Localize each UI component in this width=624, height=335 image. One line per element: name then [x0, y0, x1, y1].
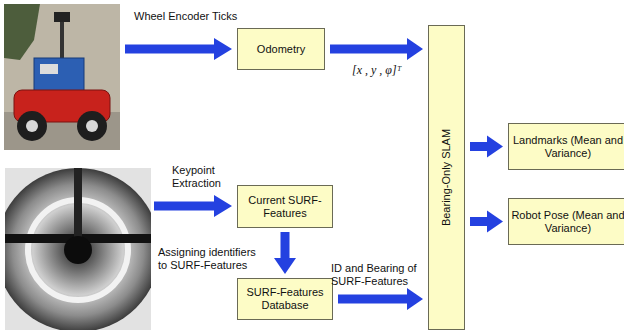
- node-label: Landmarks (Mean and Variance): [509, 134, 624, 160]
- node-label: Odometry: [257, 43, 305, 56]
- node-label: Robot Pose (Mean and Variance): [509, 209, 624, 235]
- input-arrow: [154, 195, 232, 217]
- block-arrow: [470, 136, 503, 158]
- block-arrow: [330, 38, 423, 60]
- plant: [4, 4, 40, 60]
- camera-pole: [60, 20, 64, 62]
- node-label: Current SURF-Features: [238, 194, 332, 220]
- photo-background: [4, 4, 120, 150]
- block-arrow: [274, 232, 296, 274]
- wheel-hub: [86, 120, 98, 132]
- wheel: [77, 111, 107, 141]
- process-box: SURF-Features Database: [237, 278, 333, 320]
- mirror: [5, 168, 151, 330]
- block-arrow: [470, 211, 503, 233]
- node-label: Bearing-Only SLAM: [440, 129, 453, 226]
- robot-photo: [4, 4, 120, 150]
- annotation-label: Keypoint Extraction: [172, 164, 232, 190]
- process-bar: Bearing-Only SLAM: [428, 25, 465, 330]
- edge-label: ID and Bearing of SURF-Features: [331, 262, 426, 288]
- block-arrow: [338, 288, 423, 310]
- process-box: Robot Pose (Mean and Variance): [508, 198, 624, 245]
- process-box: Landmarks (Mean and Variance): [508, 123, 624, 170]
- mirror-center: [64, 236, 92, 264]
- process-box: Current SURF-Features: [237, 185, 333, 228]
- node-label: SURF-Features Database: [238, 286, 332, 312]
- wheel-hub: [26, 120, 38, 132]
- edge-label: Assigning identifiers to SURF-Features: [158, 246, 266, 272]
- process-box: Odometry: [237, 28, 325, 70]
- robot-panel: [40, 64, 58, 74]
- edge-label: [x , y , φ]ᵀ: [352, 64, 401, 77]
- annotation-label: Wheel Encoder Ticks: [134, 10, 237, 23]
- wheel: [17, 111, 47, 141]
- omnidirectional-image: [5, 168, 151, 330]
- input-arrow: [125, 38, 232, 60]
- robot-case: [34, 58, 84, 94]
- camera: [54, 12, 70, 22]
